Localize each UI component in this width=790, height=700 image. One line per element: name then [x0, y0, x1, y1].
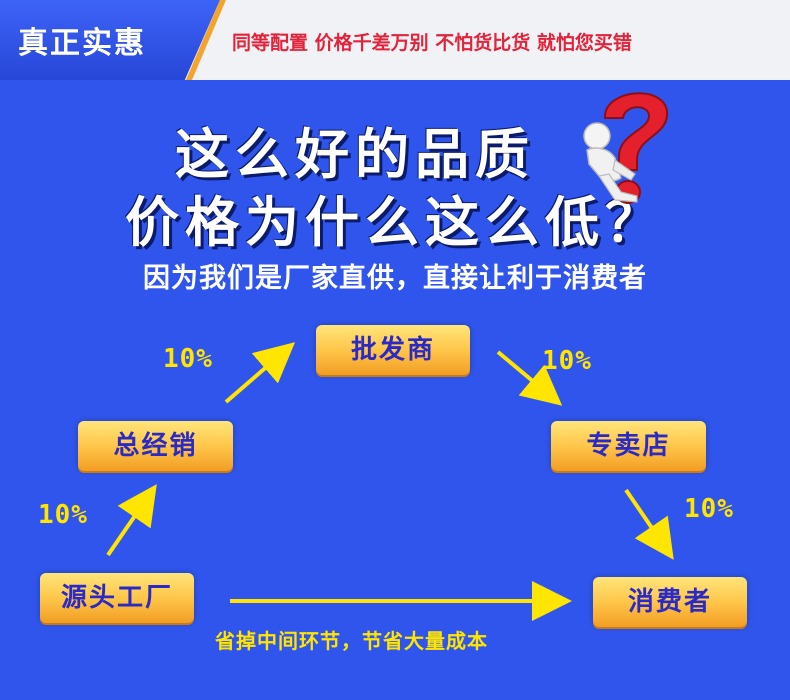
banner-tag: 真正实惠 — [18, 26, 146, 61]
markup-agent-to-wholesaler: 10% — [163, 344, 213, 374]
node-factory: 源头工厂 — [40, 573, 194, 623]
arrow-wholesaler-to-store — [496, 350, 563, 406]
headline-subtitle: 因为我们是厂家直供，直接让利于消费者 — [143, 263, 647, 294]
question-mark-figure-icon — [583, 92, 669, 204]
banner-slogan: 同等配置 价格千差万别 不怕货比货 就怕您买错 — [232, 32, 632, 54]
arrow-agent-to-wholesaler — [224, 342, 296, 404]
node-general-agent: 总经销 — [78, 421, 233, 471]
markup-factory-to-agent: 10% — [38, 500, 88, 530]
arrow-store-to-consumer — [624, 488, 674, 560]
node-consumer: 消费者 — [593, 577, 747, 627]
markup-store-to-consumer: 10% — [684, 494, 734, 524]
node-wholesaler: 批发商 — [316, 325, 470, 375]
arrow-factory-to-agent — [106, 484, 157, 557]
headline-line-1: 这么好的品质 — [175, 123, 535, 186]
node-store: 专卖店 — [551, 421, 706, 471]
headline-line-2: 价格为什么这么低？ — [125, 191, 665, 254]
banner-tag-background — [0, 0, 220, 80]
markup-wholesaler-to-store: 10% — [542, 346, 592, 376]
direct-supply-note: 省掉中间环节，节省大量成本 — [215, 629, 488, 653]
top-banner: 真正实惠 同等配置 价格千差万别 不怕货比货 就怕您买错 — [0, 0, 790, 80]
